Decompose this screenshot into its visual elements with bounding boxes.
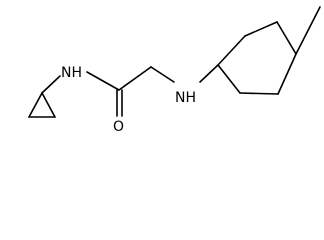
bond-cyclohexane-2 bbox=[244, 21, 278, 37]
bond-methyl bbox=[295, 6, 321, 55]
bond-cyclohexane-4 bbox=[277, 53, 297, 95]
chemical-structure: NH O NH bbox=[28, 6, 321, 132]
bond-cyclohexane-1 bbox=[217, 35, 246, 66]
bond-cyclohexane-5 bbox=[239, 92, 279, 95]
amine-nh-label: NH bbox=[175, 90, 196, 106]
bond-nh-cyclohexyl bbox=[199, 64, 219, 83]
bond-ch2-nh bbox=[150, 66, 175, 83]
carbonyl-double-bond bbox=[116, 89, 123, 117]
bond-cyclohexane-6 bbox=[217, 64, 241, 94]
bond-cyclopropyl-3 bbox=[41, 92, 56, 118]
bond-nh-carbonyl bbox=[86, 71, 120, 91]
carbonyl-oxygen-label: O bbox=[113, 119, 124, 132]
bond-cyclopropyl-1 bbox=[28, 92, 43, 118]
bond-carbonyl-ch2 bbox=[118, 66, 152, 91]
bond-cyclohexane-3 bbox=[276, 21, 297, 55]
cyclopropyl-ring bbox=[28, 92, 56, 118]
amide-nh-label: NH bbox=[61, 65, 82, 81]
cyclohexane-ring bbox=[217, 21, 297, 95]
bond-cyclopropyl-nh bbox=[41, 75, 61, 94]
